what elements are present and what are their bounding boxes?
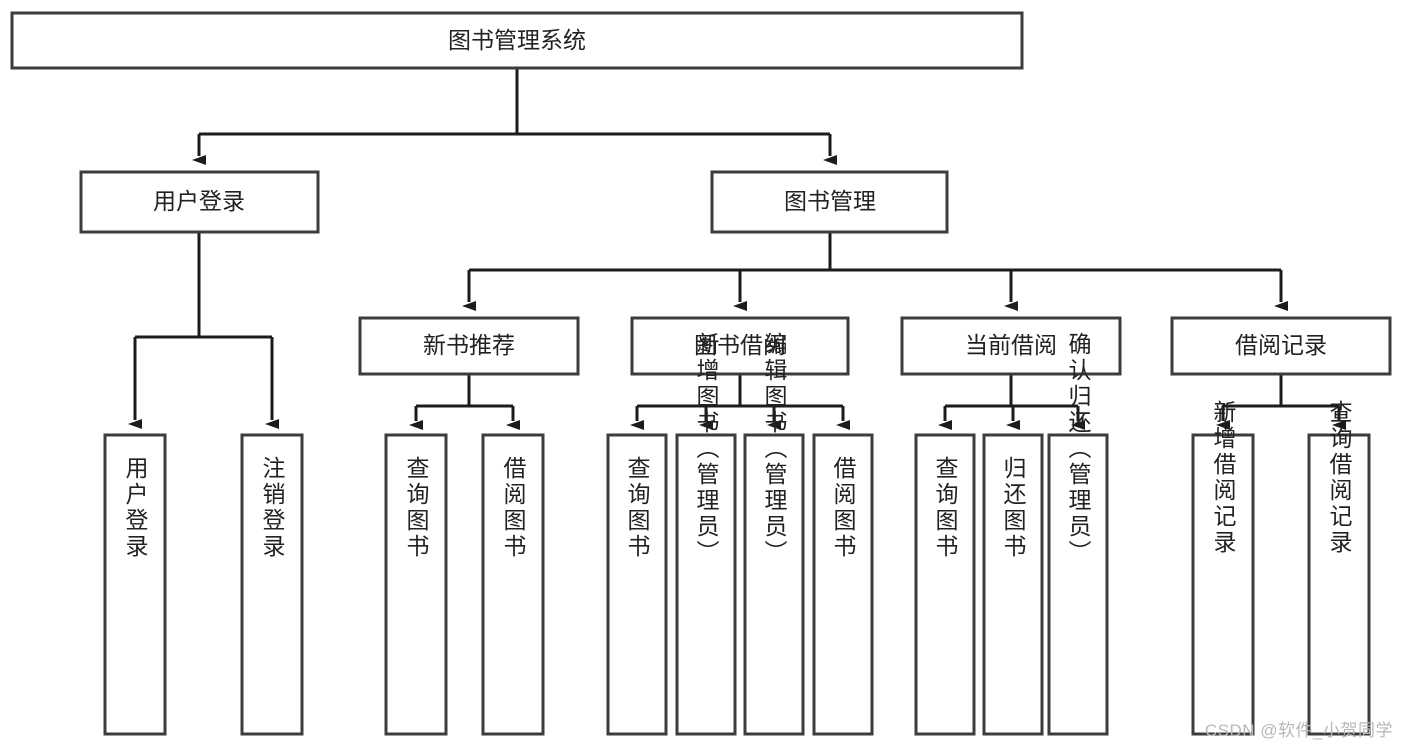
node-leaf-query-book-3-box[interactable] — [914, 433, 976, 736]
node-leaf-query-borrow-record[interactable]: 查询借阅记录 — [1307, 400, 1371, 736]
node-leaf-query-book-2-box[interactable] — [606, 433, 668, 736]
node-leaf-add-borrow-record-box[interactable] — [1191, 433, 1255, 736]
node-user-login-box[interactable] — [79, 170, 320, 234]
node-leaf-query-borrow-record-box[interactable] — [1307, 433, 1371, 736]
node-leaf-borrow-book-1-box[interactable] — [481, 433, 545, 736]
node-leaf-query-book-2-label: 查询图书 — [624, 456, 651, 560]
node-book-manage[interactable]: 图书管理 — [710, 170, 949, 234]
node-borrow-record-box[interactable] — [1170, 316, 1392, 376]
node-leaf-edit-book-admin[interactable]: 编辑图书（管理员） — [743, 332, 805, 736]
node-leaf-borrow-book-1-label: 借阅图书 — [500, 456, 527, 560]
node-root-box[interactable] — [10, 11, 1024, 70]
node-book-manage-label: 图书管理 — [784, 188, 876, 214]
csdn-watermark: CSDN @软件_小贺同学 — [1204, 721, 1393, 740]
node-new-book-recommend-label: 新书推荐 — [423, 332, 515, 358]
node-leaf-confirm-return-admin-box[interactable] — [1047, 433, 1109, 736]
node-current-borrow-box[interactable] — [900, 316, 1122, 376]
node-leaf-add-borrow-record[interactable]: 新增借阅记录 — [1191, 400, 1255, 736]
node-current-borrow[interactable]: 当前借阅 — [900, 316, 1122, 376]
node-root-label: 图书管理系统 — [448, 27, 586, 53]
node-new-book-recommend-box[interactable] — [358, 316, 580, 376]
node-book-manage-box[interactable] — [710, 170, 949, 234]
node-leaf-borrow-book-2-label: 借阅图书 — [830, 456, 857, 560]
node-leaf-user-login[interactable]: 用户登录 — [103, 433, 167, 736]
node-user-login-label: 用户登录 — [153, 188, 245, 214]
node-leaf-user-login-label: 用户登录 — [122, 456, 149, 560]
node-leaf-query-borrow-record-label: 查询借阅记录 — [1326, 400, 1353, 556]
node-borrow-record[interactable]: 借阅记录 — [1170, 316, 1392, 376]
node-leaf-user-login-box[interactable] — [103, 433, 167, 736]
node-leaf-return-book[interactable]: 归还图书 — [982, 433, 1044, 736]
edge-layer — [128, 68, 1346, 430]
node-leaf-edit-book-admin-box[interactable] — [743, 433, 805, 736]
node-leaf-confirm-return-admin[interactable]: 确认归还（管理员） — [1047, 332, 1109, 736]
node-leaf-return-book-box[interactable] — [982, 433, 1044, 736]
node-leaf-query-book-1-box[interactable] — [384, 433, 448, 736]
node-leaf-logout-label: 注销登录 — [259, 456, 286, 560]
node-book-borrow-box[interactable] — [630, 316, 850, 376]
node-leaf-add-book-admin-label: 新增图书（管理员） — [693, 332, 720, 566]
node-leaf-logout[interactable]: 注销登录 — [240, 433, 304, 736]
node-borrow-record-label: 借阅记录 — [1235, 332, 1327, 358]
node-new-book-recommend[interactable]: 新书推荐 — [358, 316, 580, 376]
node-leaf-query-book-2[interactable]: 查询图书 — [606, 433, 668, 736]
node-leaf-query-book-3[interactable]: 查询图书 — [914, 433, 976, 736]
node-book-borrow[interactable]: 图书借阅 — [630, 316, 850, 376]
node-leaf-query-book-1-label: 查询图书 — [403, 456, 430, 560]
node-leaf-logout-box[interactable] — [240, 433, 304, 736]
node-leaf-query-book-3-label: 查询图书 — [932, 456, 959, 560]
node-leaf-borrow-book-1[interactable]: 借阅图书 — [481, 433, 545, 736]
node-root[interactable]: 图书管理系统 — [10, 11, 1024, 70]
node-leaf-borrow-book-2-box[interactable] — [812, 433, 874, 736]
node-leaf-confirm-return-admin-label: 确认归还（管理员） — [1065, 332, 1092, 566]
node-book-borrow-label: 图书借阅 — [694, 332, 786, 358]
node-leaf-add-borrow-record-label: 新增借阅记录 — [1210, 400, 1237, 556]
node-leaf-return-book-label: 归还图书 — [1000, 456, 1027, 560]
node-current-borrow-label: 当前借阅 — [965, 332, 1057, 358]
node-leaf-add-book-admin-box[interactable] — [675, 433, 737, 736]
node-leaf-query-book-1[interactable]: 查询图书 — [384, 433, 448, 736]
node-leaf-add-book-admin[interactable]: 新增图书（管理员） — [675, 332, 737, 736]
node-leaf-borrow-book-2[interactable]: 借阅图书 — [812, 433, 874, 736]
node-user-login[interactable]: 用户登录 — [79, 170, 320, 234]
node-leaf-edit-book-admin-label: 编辑图书（管理员） — [761, 332, 788, 566]
